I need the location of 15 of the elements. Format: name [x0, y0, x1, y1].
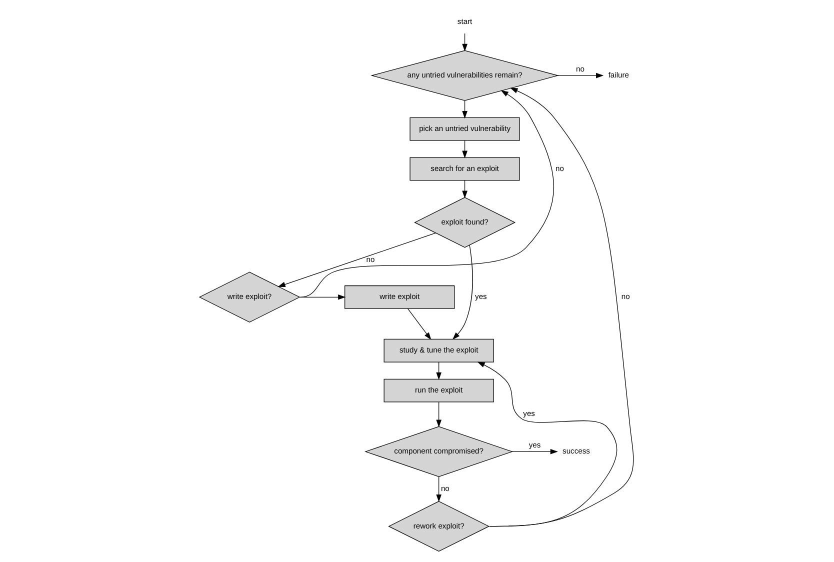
arrow — [436, 362, 442, 380]
arrow — [512, 448, 558, 454]
arrow — [300, 90, 554, 298]
arrow — [407, 308, 432, 340]
arrow — [278, 232, 436, 287]
arrow — [477, 362, 618, 527]
arrow — [558, 72, 604, 78]
arrow — [462, 100, 468, 119]
arrow — [462, 33, 468, 52]
arrow — [462, 140, 468, 158]
arrow — [299, 294, 346, 300]
arrow — [462, 180, 468, 198]
arrow — [436, 402, 442, 428]
arrow — [452, 244, 473, 340]
arrow — [436, 476, 442, 502]
